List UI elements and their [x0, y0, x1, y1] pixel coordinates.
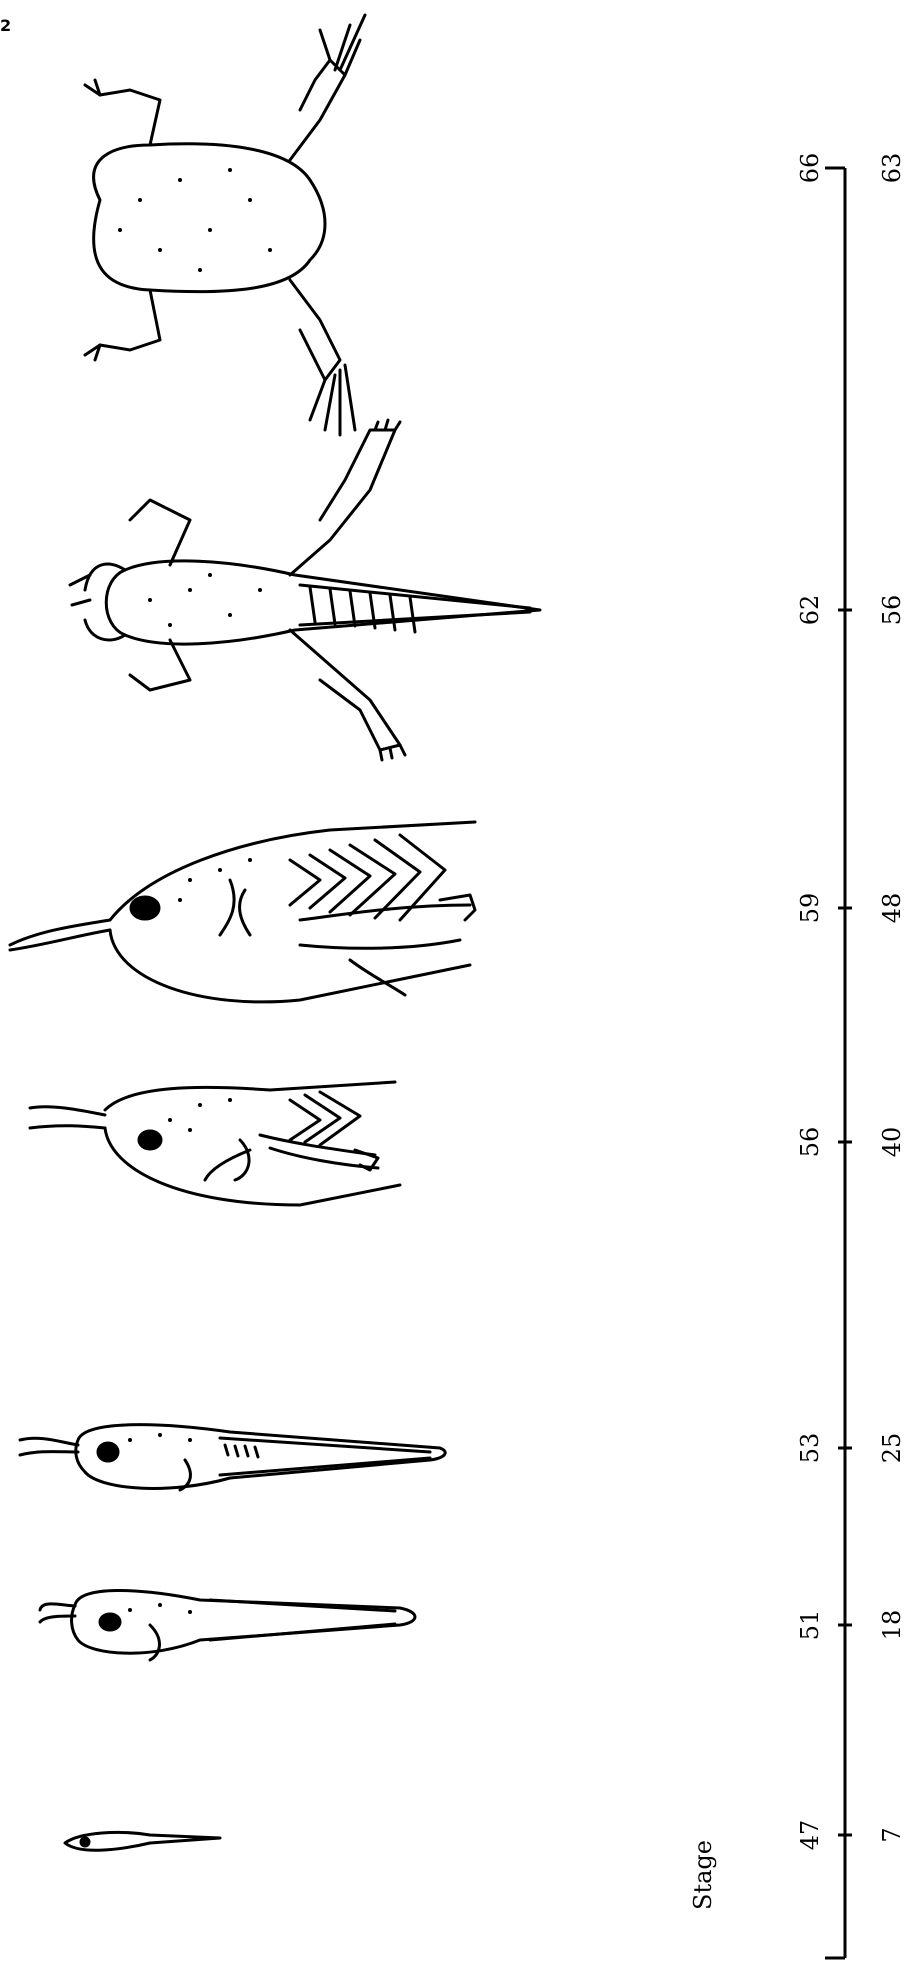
- day-tick-label: 63: [878, 138, 906, 198]
- stage-59-tadpole: [10, 822, 475, 1002]
- stage-tick-label: 53: [796, 1418, 824, 1478]
- day-tick-label: 7: [878, 1805, 906, 1865]
- day-tick-label: 25: [878, 1418, 906, 1478]
- stage-51-tadpole: [40, 1590, 415, 1660]
- stage-62-froglet: [70, 420, 540, 760]
- stage-axis: [825, 168, 852, 1958]
- stage-tick-label: 51: [796, 1595, 824, 1655]
- stage-66-frog: [85, 15, 365, 435]
- stage-tick-label: 56: [796, 1112, 824, 1172]
- stage-axis-title: Stage: [688, 1840, 718, 1910]
- stage-tick-label: 66: [796, 138, 824, 198]
- stage-53-tadpole: [20, 1425, 445, 1490]
- stage-47-tadpole: [65, 1832, 220, 1850]
- stage-56-tadpole: [30, 1082, 400, 1205]
- stage-tick-label: 62: [796, 580, 824, 640]
- day-tick-label: 56: [878, 580, 906, 640]
- stage-tick-label: 47: [796, 1805, 824, 1865]
- day-tick-label: 40: [878, 1112, 906, 1172]
- stage-tick-label: 59: [796, 878, 824, 938]
- day-tick-label: 48: [878, 878, 906, 938]
- day-tick-label: 18: [878, 1595, 906, 1655]
